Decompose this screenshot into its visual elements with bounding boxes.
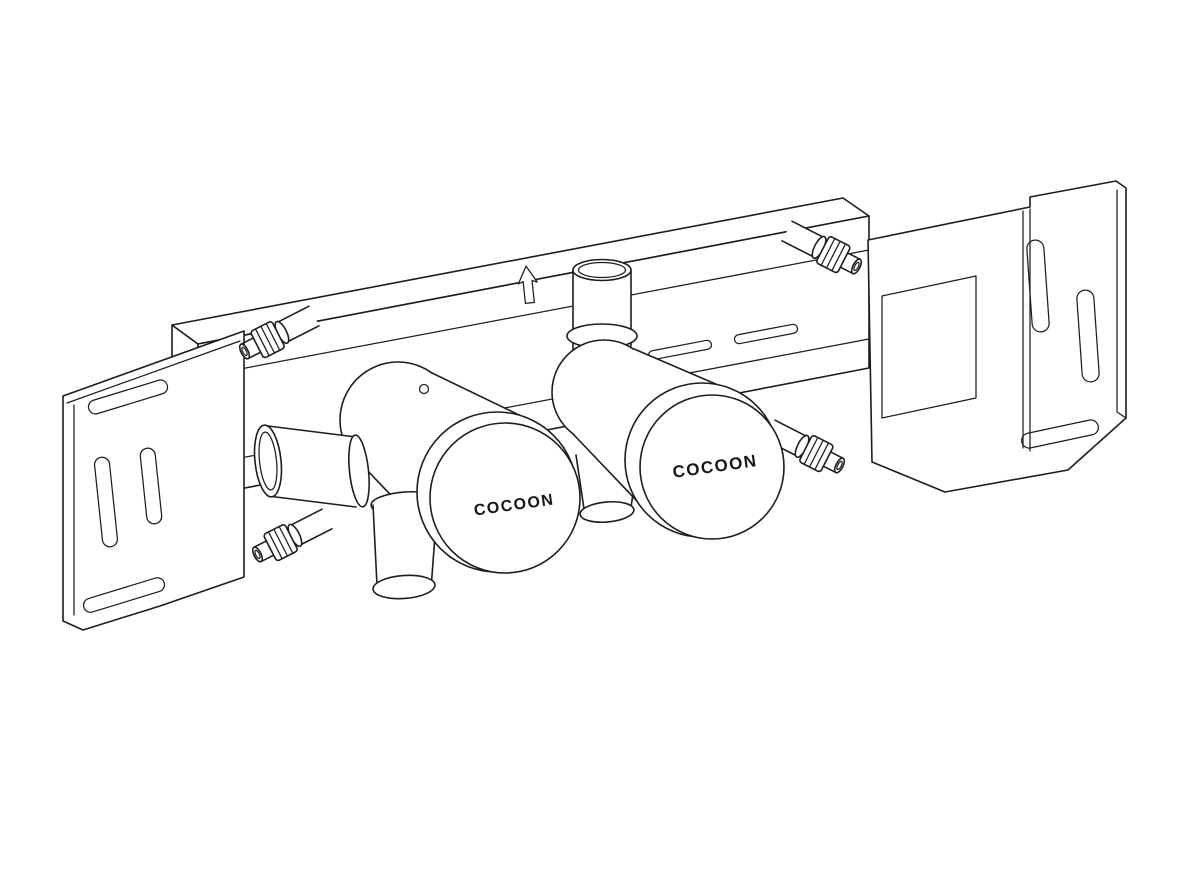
- right-bracket: [867, 180, 1127, 493]
- right-bracket-window: [881, 275, 977, 419]
- valve-right-top-port: [566, 258, 638, 351]
- left-bracket-slot-vertical-1: [93, 456, 119, 548]
- right-bracket-slot-bottom: [1021, 419, 1099, 449]
- valve-left-pilot-hole: [418, 383, 430, 395]
- valve-left-side-port: [253, 424, 370, 508]
- left-bracket-fold-top: [66, 340, 241, 404]
- left-bracket-slot-top: [87, 379, 169, 415]
- threaded-fitting-left-lower: [246, 504, 335, 571]
- left-bracket-slot-bottom: [82, 577, 166, 613]
- rail-slot: [733, 323, 799, 345]
- up-arrow-icon: [517, 265, 538, 304]
- valve-right: COCOON: [551, 258, 785, 540]
- right-bracket-slot-vertical-2: [1076, 289, 1100, 383]
- right-bracket-edge-inner: [1116, 189, 1127, 419]
- valve-right-cap: [639, 394, 785, 540]
- right-bracket-plate: [867, 180, 1127, 493]
- right-bracket-slot-vertical-1: [1026, 239, 1050, 333]
- valve-left-cap: [429, 422, 581, 574]
- rail-upper-crease: [197, 249, 870, 378]
- valve-left: COCOON: [253, 361, 581, 600]
- left-bracket: [62, 330, 245, 631]
- left-bracket-slot-vertical-2: [139, 447, 163, 525]
- left-bracket-plate: [62, 330, 245, 631]
